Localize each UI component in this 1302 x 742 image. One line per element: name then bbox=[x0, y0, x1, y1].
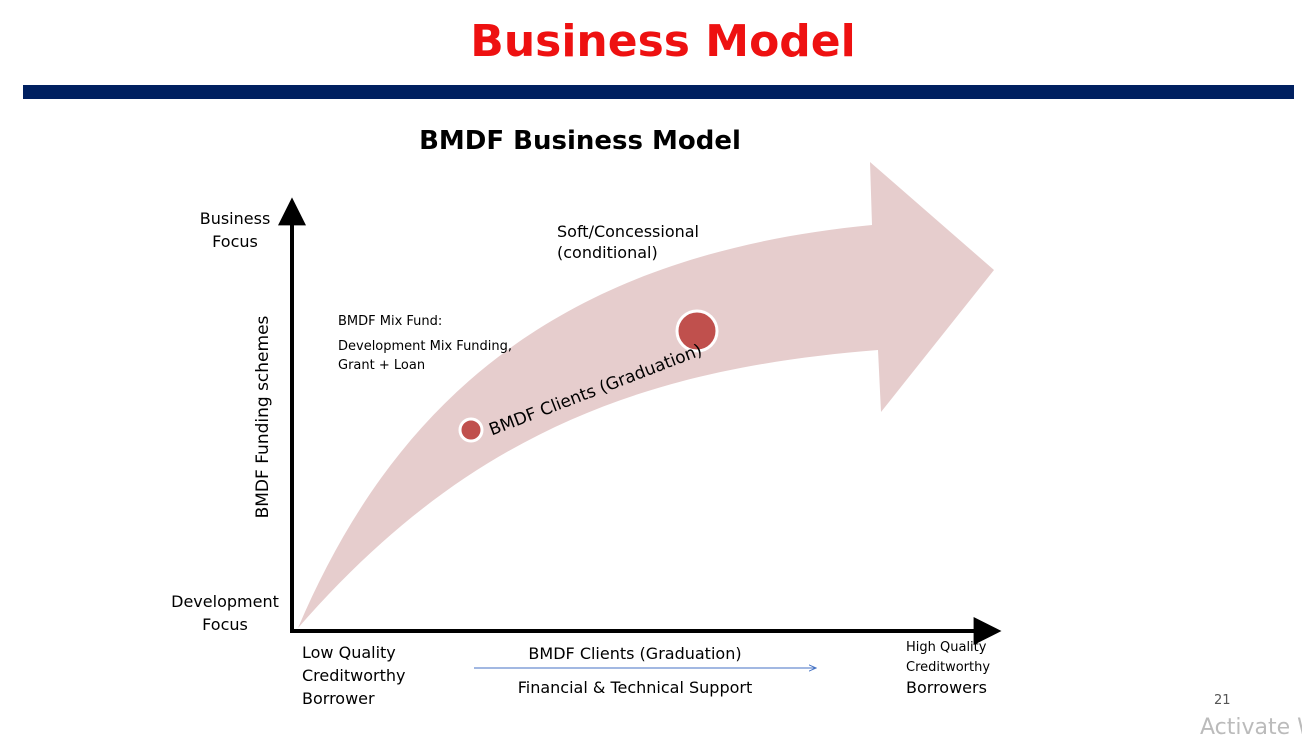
slide-title: Business Model bbox=[470, 16, 856, 67]
x-axis-left-label-line: Borrower bbox=[302, 689, 375, 708]
soft-concessional-line: (conditional) bbox=[557, 243, 658, 262]
y-axis-top-label-line: Focus bbox=[212, 232, 258, 251]
mix-fund-heading: BMDF Mix Fund: bbox=[338, 314, 443, 329]
x-axis-left-label-line: Creditworthy bbox=[302, 666, 406, 685]
soft-concessional-label: Soft/Concessional (conditional) bbox=[557, 221, 699, 263]
mix-fund-label: BMDF Mix Fund: Development Mix Funding, … bbox=[338, 312, 512, 375]
x-axis-middle-bottom-label: Financial & Technical Support bbox=[517, 678, 753, 697]
x-axis-right-label-line: Creditworthy bbox=[906, 660, 991, 675]
y-axis-top-label-line: Business bbox=[199, 209, 271, 228]
growth-arrow bbox=[298, 162, 994, 628]
mix-fund-line: Development Mix Funding, bbox=[338, 339, 513, 354]
x-axis-middle-top-label: BMDF Clients (Graduation) bbox=[528, 644, 742, 663]
y-axis-top-label: Business Focus bbox=[190, 207, 280, 253]
large-node bbox=[675, 309, 719, 353]
y-axis-bottom-label: Development Focus bbox=[165, 590, 285, 636]
x-axis-left-label: Low Quality Creditworthy Borrower bbox=[302, 641, 405, 710]
y-axis-bottom-label-line: Focus bbox=[202, 615, 248, 634]
title-divider-bar bbox=[23, 85, 1294, 99]
activation-watermark: Activate W bbox=[1200, 715, 1302, 740]
small-node bbox=[458, 417, 484, 443]
x-axis-right-label: High Quality Creditworthy Borrowers bbox=[906, 638, 990, 698]
mix-fund-line: Grant + Loan bbox=[338, 358, 426, 373]
diagram-title: BMDF Business Model bbox=[419, 126, 741, 156]
x-axis-right-label-line: High Quality bbox=[906, 640, 987, 655]
y-axis-title: BMDF Funding schemes bbox=[253, 315, 273, 519]
x-axis-right-label-line: Borrowers bbox=[906, 678, 987, 697]
x-axis-left-label-line: Low Quality bbox=[302, 643, 396, 662]
page-number: 21 bbox=[1214, 693, 1231, 708]
soft-concessional-line: Soft/Concessional bbox=[557, 222, 699, 241]
y-axis-bottom-label-line: Development bbox=[171, 592, 279, 611]
